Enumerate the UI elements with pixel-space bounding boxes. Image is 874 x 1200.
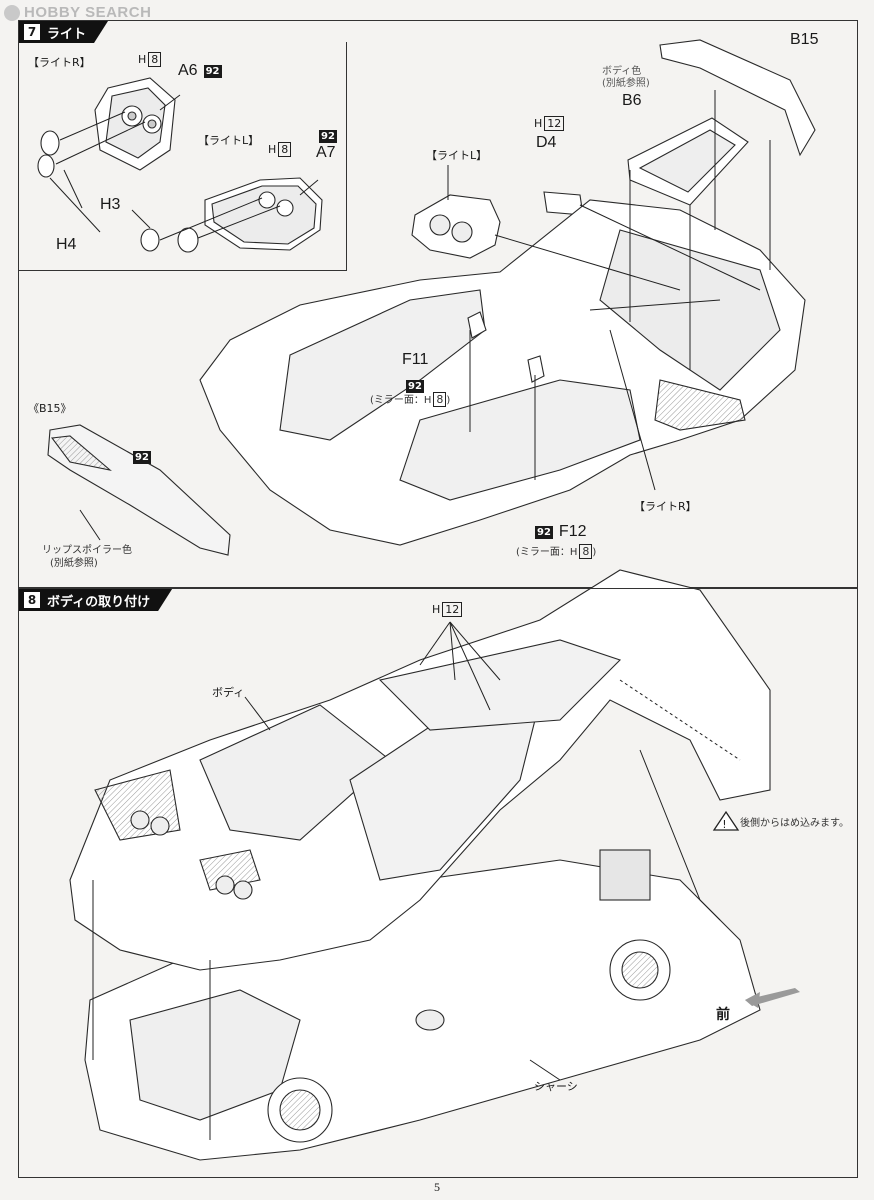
light-l-housing-part: [204, 177, 323, 251]
a7-badge: 92: [319, 130, 337, 143]
main-light-l-part: [411, 194, 501, 259]
h4-label: H4: [56, 236, 77, 253]
front-label: 前: [716, 1007, 730, 1023]
b15-detail-label: 《B15》: [28, 402, 72, 415]
inset-light-l-label: 【ライトL】: [198, 134, 260, 147]
f12-label-group: 92 F12: [535, 523, 587, 541]
h3-label: H3: [100, 196, 121, 213]
lip-spoiler-color: リップスポイラー色: [42, 545, 132, 556]
page-number: 5: [434, 1180, 440, 1194]
step8-frame: [18, 588, 858, 1178]
step7-title: ライト: [47, 26, 87, 42]
a6-label: A6: [178, 62, 198, 79]
watermark: HOBBY SEARCH: [4, 4, 151, 21]
part-b15: [659, 39, 816, 157]
watermark-text: HOBBY SEARCH: [24, 4, 152, 21]
inset-light-r-label: 【ライトR】: [28, 56, 91, 69]
f12-label: F12: [558, 523, 587, 540]
body-part-step8: [69, 569, 771, 971]
svg-text:!: !: [722, 818, 726, 831]
light-detail-inset: [18, 42, 347, 271]
body-color-note: ボディ色: [602, 66, 642, 77]
step7-number: 7: [23, 23, 41, 41]
step7-frame: [18, 20, 858, 588]
main-light-l-label: 【ライトL】: [426, 149, 488, 162]
b6-label: B6: [622, 92, 642, 109]
rear-insert-note: 後側からはめ込みます。: [740, 818, 849, 829]
lens-h4-l: [140, 228, 160, 252]
light-r-housing-part: [94, 77, 176, 171]
main-light-r-label: 【ライトR】: [634, 500, 697, 513]
step8-header: 8 ボディの取り付け: [19, 589, 172, 611]
part-f12: [527, 355, 545, 383]
a6-badge: 92: [203, 64, 222, 78]
body-shell-step7: [199, 199, 806, 546]
watermark-logo-icon: [4, 4, 20, 21]
b15-detail-badge: 92: [133, 451, 151, 464]
chassis-part: [84, 849, 761, 1161]
step8-body-label: ボディ: [212, 686, 245, 699]
a6-label-group: A6 92: [178, 62, 222, 80]
step7-header: 7 ライト: [19, 21, 108, 43]
b15-label: B15: [790, 31, 819, 48]
f12-badge: 92: [535, 525, 553, 539]
warning-icon: [712, 810, 740, 831]
lens-h4-r-1: [37, 154, 55, 178]
chassis-label: シャーシ: [534, 1080, 578, 1093]
lens-h3-r-1: [40, 130, 60, 156]
a7-label: A7: [316, 144, 336, 161]
d4-label: D4: [536, 134, 557, 151]
step8-number: 8: [23, 591, 41, 609]
step8-title: ボディの取り付け: [47, 594, 151, 610]
part-f11: [467, 311, 487, 339]
body-color-ref: (別紙参照): [602, 78, 650, 89]
f11-badge: 92: [406, 380, 424, 393]
lip-spoiler-ref: (別紙参照): [50, 558, 98, 569]
f11-label: F11: [402, 351, 429, 368]
